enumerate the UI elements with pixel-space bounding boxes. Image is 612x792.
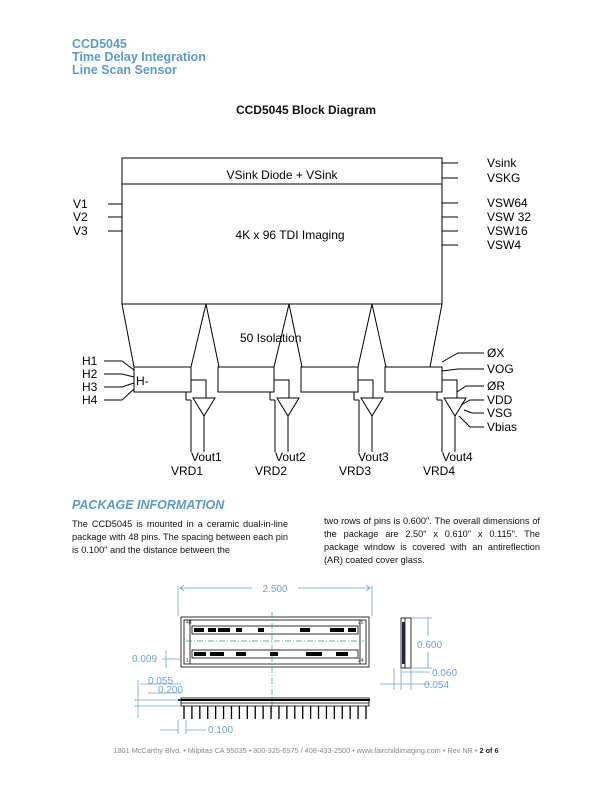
page-number: 2 of 6 [479, 746, 499, 755]
product-name: CCD5045 [72, 37, 127, 51]
product-subtitle-1: Time Delay Integration [72, 50, 206, 64]
pin-index-1: 1 [186, 658, 189, 664]
drain-label-1: VRD1 [171, 464, 203, 478]
pin-label-vdd: VDD [487, 393, 513, 407]
page-footer: 1801 McCarthy Blvd. • Milpitas CA 95035 … [0, 746, 612, 755]
dim-054: 0.054 [424, 680, 449, 691]
pin-label-phir: ØR [487, 379, 505, 393]
dim-offset: 0.009 [132, 654, 157, 665]
block-diagram: VSink Diode + VSink 4K x 96 TDI Imaging … [73, 156, 531, 478]
package-end-view [400, 617, 412, 669]
package-side-view [180, 697, 370, 707]
product-subtitle-2: Line Scan Sensor [72, 63, 177, 77]
pin-label-vsink: Vsink [487, 156, 517, 170]
vsink-label: VSink Diode + VSink [226, 168, 338, 182]
output-stage-3 [353, 379, 384, 452]
pin-label-vsw16: VSW16 [487, 224, 528, 238]
pin-label-h2: H2 [82, 367, 98, 381]
drain-label-2: VRD2 [255, 464, 287, 478]
pin-label-vsw64: VSW64 [487, 196, 528, 210]
output-label-1: Vout1 [191, 450, 222, 464]
dim-055: 0.055 [148, 676, 173, 687]
section-heading: PACKAGE INFORMATION [72, 498, 225, 512]
dim-pitch: 0.100 [208, 725, 233, 736]
output-label-2: Vout2 [275, 450, 306, 464]
pin-label-h4: H4 [82, 393, 98, 407]
pin-index-48: 48 [186, 620, 192, 626]
pin-label-vsw32: VSW 32 [487, 210, 531, 224]
pin-label-h3: H3 [82, 380, 98, 394]
package-paragraph-left: The CCD5045 is mounted in a ceramic dual… [72, 519, 288, 555]
package-top-view [180, 616, 370, 668]
pin-label-vsw4: VSW4 [487, 238, 521, 252]
pin-label-vsg: VSG [487, 406, 512, 420]
h-gate-label: H- [136, 374, 149, 388]
imaging-label: 4K x 96 TDI Imaging [235, 228, 344, 242]
output-stage-2 [269, 379, 300, 452]
pin-label-vog: VOG [487, 362, 514, 376]
pin-label-vskg: VSKG [487, 171, 520, 185]
dim-length: 2.500 [262, 584, 287, 595]
footer-address: 1801 McCarthy Blvd. • Milpitas CA 95035 … [113, 746, 480, 755]
package-paragraph-right: two rows of pins is 0.600". The overall … [324, 516, 540, 565]
pin-index-24: 24 [358, 658, 364, 664]
pin-label-v1: V1 [73, 197, 88, 211]
pin-label-v3: V3 [73, 224, 88, 238]
dim-200: 0.200 [158, 685, 183, 696]
imaging-array-box [121, 183, 443, 305]
pin-index-25: 25 [358, 620, 364, 626]
output-label-3: Vout3 [358, 450, 389, 464]
pin-label-h1: H1 [82, 354, 98, 368]
dim-060: 0.060 [432, 668, 457, 679]
output-stage-4 [436, 379, 467, 452]
pin-label-v2: V2 [73, 210, 88, 224]
isolation-label: 50 Isolation [240, 331, 301, 345]
package-pins [183, 706, 367, 719]
output-label-4: Vout4 [442, 450, 473, 464]
pin-label-vbias: Vbias [487, 420, 517, 434]
dim-width: 0.600 [417, 640, 442, 651]
output-stage-1 [185, 379, 216, 452]
drain-label-4: VRD4 [423, 464, 455, 478]
block-diagram-title: CCD5045 Block Diagram [235, 103, 377, 117]
pin-label-phix: ØX [487, 346, 504, 360]
drain-label-3: VRD3 [339, 464, 371, 478]
